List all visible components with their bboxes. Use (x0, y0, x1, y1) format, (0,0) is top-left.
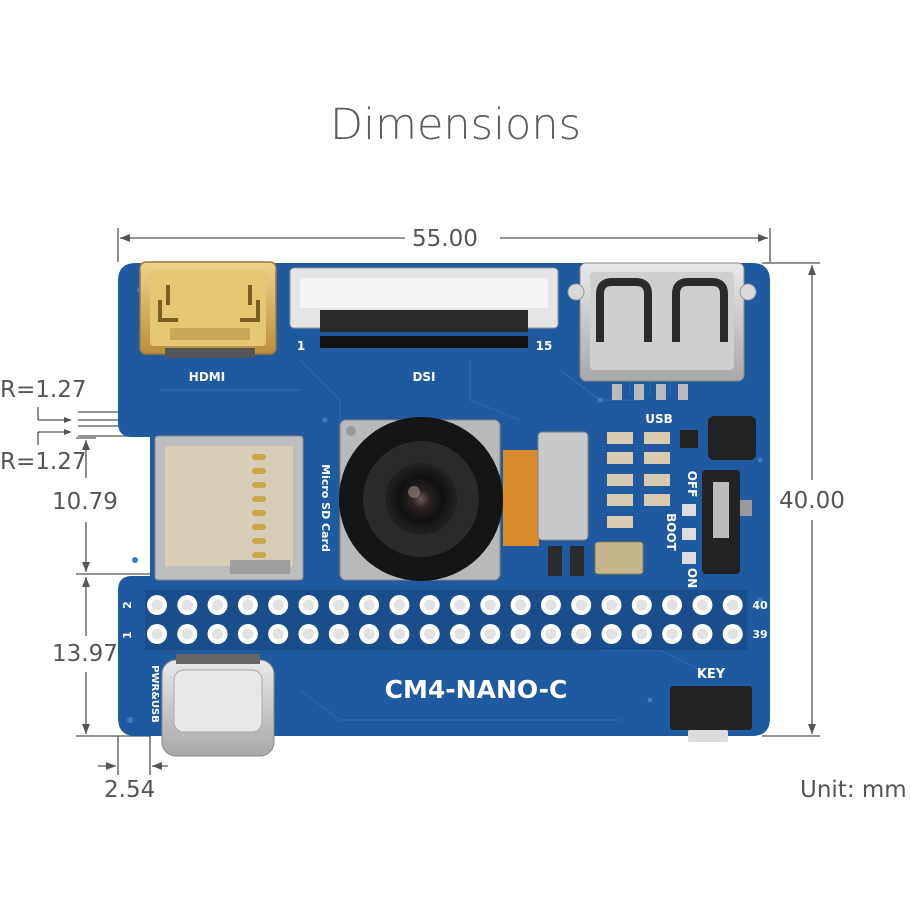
arrow-height-bottom (808, 724, 816, 734)
usb-c-connector (161, 654, 275, 757)
header-pin-hole (575, 628, 587, 640)
header-pin-hole (696, 599, 708, 611)
header-pin-hole (272, 599, 284, 611)
smd-components (548, 416, 756, 576)
header-pin-hole (666, 599, 678, 611)
dim-width: 55.00 (412, 226, 478, 252)
header-pin-hole (363, 628, 375, 640)
dsi-pin-start: 1 (297, 339, 305, 353)
arrow-width-left (120, 234, 130, 242)
header-pin-hole (545, 599, 557, 611)
header-pin-hole (272, 628, 284, 640)
header-pin-hole (606, 599, 617, 611)
dimension-arrows (64, 234, 816, 770)
arrow-pitch-left (106, 762, 116, 770)
sd-label: Micro SD Card (319, 464, 332, 552)
gpio-header (145, 590, 747, 650)
header-pin-hole (424, 599, 436, 611)
dim-pin-pitch: 2.54 (104, 777, 156, 803)
camera-module (339, 417, 589, 581)
header-pin-1: 1 (121, 631, 134, 639)
header-pin-hole (363, 599, 375, 611)
header-pin-hole (212, 599, 224, 611)
board-name: CM4-NANO-C (385, 675, 568, 704)
usb-label: USB (645, 412, 673, 426)
dsi-pin-end: 15 (536, 339, 553, 353)
hdmi-connector (139, 261, 277, 358)
header-pin-hole (151, 628, 163, 640)
header-pin-hole (636, 628, 648, 640)
header-pin-hole (727, 599, 739, 611)
header-pin-hole (393, 628, 405, 640)
header-pin-hole (424, 628, 436, 640)
header-pin-hole (454, 599, 466, 611)
header-pin-hole (333, 599, 345, 611)
header-pin-hole (545, 628, 557, 640)
arrow-sd-top (82, 440, 90, 450)
dim-radius-top: R=1.27 (0, 377, 87, 403)
arrow-header-top (82, 577, 90, 587)
arrow-height-top (808, 265, 816, 275)
arrow-header-bottom (82, 724, 90, 734)
header-pin-hole (484, 599, 496, 611)
dim-radius-bottom: R=1.27 (0, 449, 87, 475)
arrow-radius-top (64, 417, 72, 423)
header-pin-hole (727, 628, 739, 640)
arrow-pitch-right (152, 762, 162, 770)
header-pin-hole (303, 628, 314, 640)
header-pin-hole (454, 628, 466, 640)
header-pin-hole (575, 599, 587, 611)
header-pin-39: 39 (752, 628, 767, 641)
unit-label: Unit: mm (800, 777, 907, 803)
pwr-usb-label: PWR&USB (149, 665, 160, 723)
micro-sd-slot (154, 435, 304, 581)
header-pin-40: 40 (752, 599, 768, 612)
header-pin-hole (636, 599, 648, 611)
boot-switch (682, 470, 752, 574)
header-pin-hole (242, 599, 254, 611)
boot-label: BOOT (664, 513, 678, 552)
header-pin-hole (393, 599, 405, 611)
dsi-connector (289, 267, 559, 348)
header-pin-hole (303, 599, 314, 611)
arrow-radius-bottom (64, 429, 72, 435)
header-pin-hole (515, 628, 527, 640)
header-pin-hole (333, 628, 345, 640)
key-button (670, 686, 752, 742)
header-pin-hole (212, 628, 224, 640)
off-label: OFF (685, 471, 699, 498)
dim-sd-offset: 10.79 (52, 489, 118, 515)
dim-height: 40.00 (779, 488, 845, 514)
header-pin-2: 2 (121, 601, 134, 609)
header-pin-hole (606, 628, 617, 640)
header-pin-hole (181, 628, 193, 640)
header-pin-hole (242, 628, 254, 640)
header-pin-hole (515, 599, 527, 611)
header-pin-hole (181, 599, 193, 611)
usb-a-connector (567, 262, 757, 400)
dsi-label: DSI (412, 370, 435, 384)
hdmi-label: HDMI (189, 370, 225, 384)
header-pin-hole (696, 628, 708, 640)
header-pin-hole (151, 599, 163, 611)
on-label: ON (685, 568, 699, 588)
page-title: Dimensions (330, 100, 581, 150)
dim-header-offset: 13.97 (52, 641, 118, 667)
arrow-sd-bottom (82, 562, 90, 572)
key-label: KEY (697, 667, 726, 682)
header-pin-hole (484, 628, 496, 640)
header-pin-hole (666, 628, 678, 640)
pcb-vias (127, 287, 763, 723)
pcb-traces (160, 359, 701, 721)
arrow-width-right (758, 234, 768, 242)
